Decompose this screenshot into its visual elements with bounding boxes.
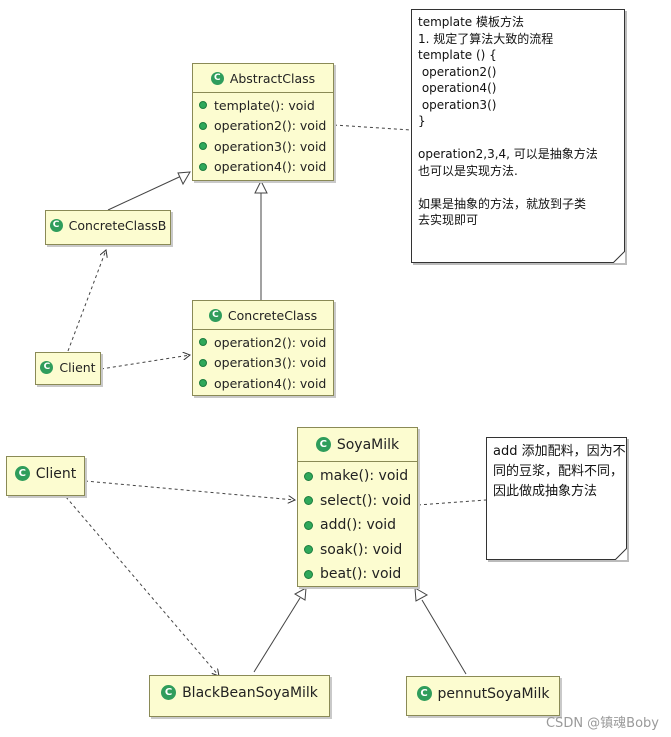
- client-box-bottom[interactable]: C Client: [6, 456, 85, 496]
- note-line: operation3(): [418, 97, 497, 112]
- operation-row: operation2(): void: [199, 116, 333, 137]
- class-name: ConcreteClass: [227, 307, 318, 323]
- concrete-class-b-box[interactable]: C ConcreteClassB: [45, 210, 171, 245]
- class-icon: C: [161, 685, 177, 700]
- public-method-icon: [304, 545, 313, 555]
- note-line: operation2,3,4, 可以是抽象方法: [418, 147, 598, 161]
- note-anchor-line: [417, 499, 487, 506]
- public-method-icon: [199, 142, 207, 151]
- note-line: 1. 规定了算法大致的流程: [418, 31, 554, 46]
- pennut-soya-milk-box[interactable]: C pennutSoyaMilk: [406, 676, 560, 716]
- class-icon: C: [416, 686, 432, 701]
- class-icon: C: [49, 218, 63, 232]
- class-name: pennutSoyaMilk: [437, 685, 550, 702]
- watermark: CSDN @镇魂Boby: [545, 716, 659, 731]
- operation-row: add(): void: [304, 513, 417, 538]
- note-line: 同的豆浆，配料不同，: [493, 464, 624, 479]
- public-method-icon: [199, 358, 207, 367]
- operation-row: operation4(): void: [199, 157, 333, 178]
- operation-row: operation3(): void: [199, 353, 333, 374]
- note-fold-corner: [613, 251, 625, 263]
- class-name: SoyaMilk: [336, 436, 400, 453]
- note-line: add 添加配料，因为不: [493, 444, 626, 459]
- generalization-line: [107, 171, 191, 211]
- soya-milk-class-box[interactable]: C SoyaMilk make(): void select(): void a…: [297, 427, 418, 587]
- operation-row: operation3(): void: [199, 136, 333, 157]
- class-icon: C: [315, 437, 331, 452]
- note-fold-corner: [615, 548, 627, 560]
- note-line: 因此做成抽象方法: [493, 484, 598, 499]
- operation-row: select(): void: [304, 489, 417, 514]
- note-line: operation4(): [418, 81, 497, 95]
- operation-row: beat(): void: [304, 562, 417, 587]
- generalization-arrowhead: [414, 587, 429, 602]
- public-method-icon: [199, 162, 207, 171]
- note-line: operation2(): [418, 64, 497, 79]
- generalization-line: [253, 597, 301, 673]
- class-name: Client: [59, 359, 96, 375]
- class-icon: C: [208, 308, 222, 322]
- abstract-class-box[interactable]: C AbstractClass template(): void operati…: [192, 63, 334, 181]
- public-method-icon: [199, 101, 207, 110]
- public-method-icon: [199, 338, 207, 347]
- public-method-icon: [199, 379, 207, 388]
- generalization-arrowhead: [177, 171, 191, 186]
- public-method-icon: [304, 471, 313, 481]
- note-line: [418, 179, 618, 196]
- public-method-icon: [304, 496, 313, 506]
- class-icon: C: [210, 71, 224, 85]
- note-line: [418, 130, 618, 147]
- public-method-icon: [304, 520, 313, 530]
- note-line: template 模板方法: [418, 15, 524, 29]
- note-line: template () {: [418, 48, 497, 62]
- class-name: ConcreteClassB: [68, 217, 167, 233]
- client-box-top[interactable]: C Client: [35, 352, 101, 385]
- class-icon: C: [14, 466, 30, 481]
- operation-row: make(): void: [304, 464, 417, 489]
- operation-row: operation4(): void: [199, 373, 333, 394]
- dependency-line: [65, 496, 219, 676]
- operation-row: operation2(): void: [199, 332, 333, 353]
- note-line: 如果是抽象的方法，就放到子类: [418, 196, 587, 211]
- note-anchor-line: [333, 124, 412, 131]
- note-line: }: [418, 114, 426, 128]
- class-name: Client: [35, 465, 77, 482]
- class-name: BlackBeanSoyaMilk: [182, 684, 318, 701]
- public-method-icon: [199, 121, 207, 130]
- generalization-arrowhead: [254, 179, 268, 194]
- concrete-class-box[interactable]: C ConcreteClass operation2(): void opera…: [192, 300, 334, 396]
- class-name: AbstractClass: [229, 70, 316, 86]
- template-note: template 模板方法 1. 规定了算法大致的流程 template () …: [411, 9, 625, 263]
- class-icon: C: [40, 360, 54, 374]
- black-bean-soya-milk-box[interactable]: C BlackBeanSoyaMilk: [149, 675, 330, 717]
- generalization-arrowhead: [293, 587, 307, 601]
- operation-row: soak(): void: [304, 538, 417, 563]
- dependency-line: [67, 250, 106, 352]
- dependency-line: [100, 355, 190, 370]
- note-line: 去实现即可: [418, 213, 479, 227]
- add-method-note: add 添加配料，因为不 同的豆浆，配料不同， 因此做成抽象方法: [486, 437, 627, 560]
- note-line: 也可以是实现方法.: [418, 163, 518, 178]
- dependency-line: [84, 480, 295, 500]
- generalization-line: [421, 599, 467, 675]
- public-method-icon: [304, 569, 313, 579]
- operation-row: template(): void: [199, 95, 333, 116]
